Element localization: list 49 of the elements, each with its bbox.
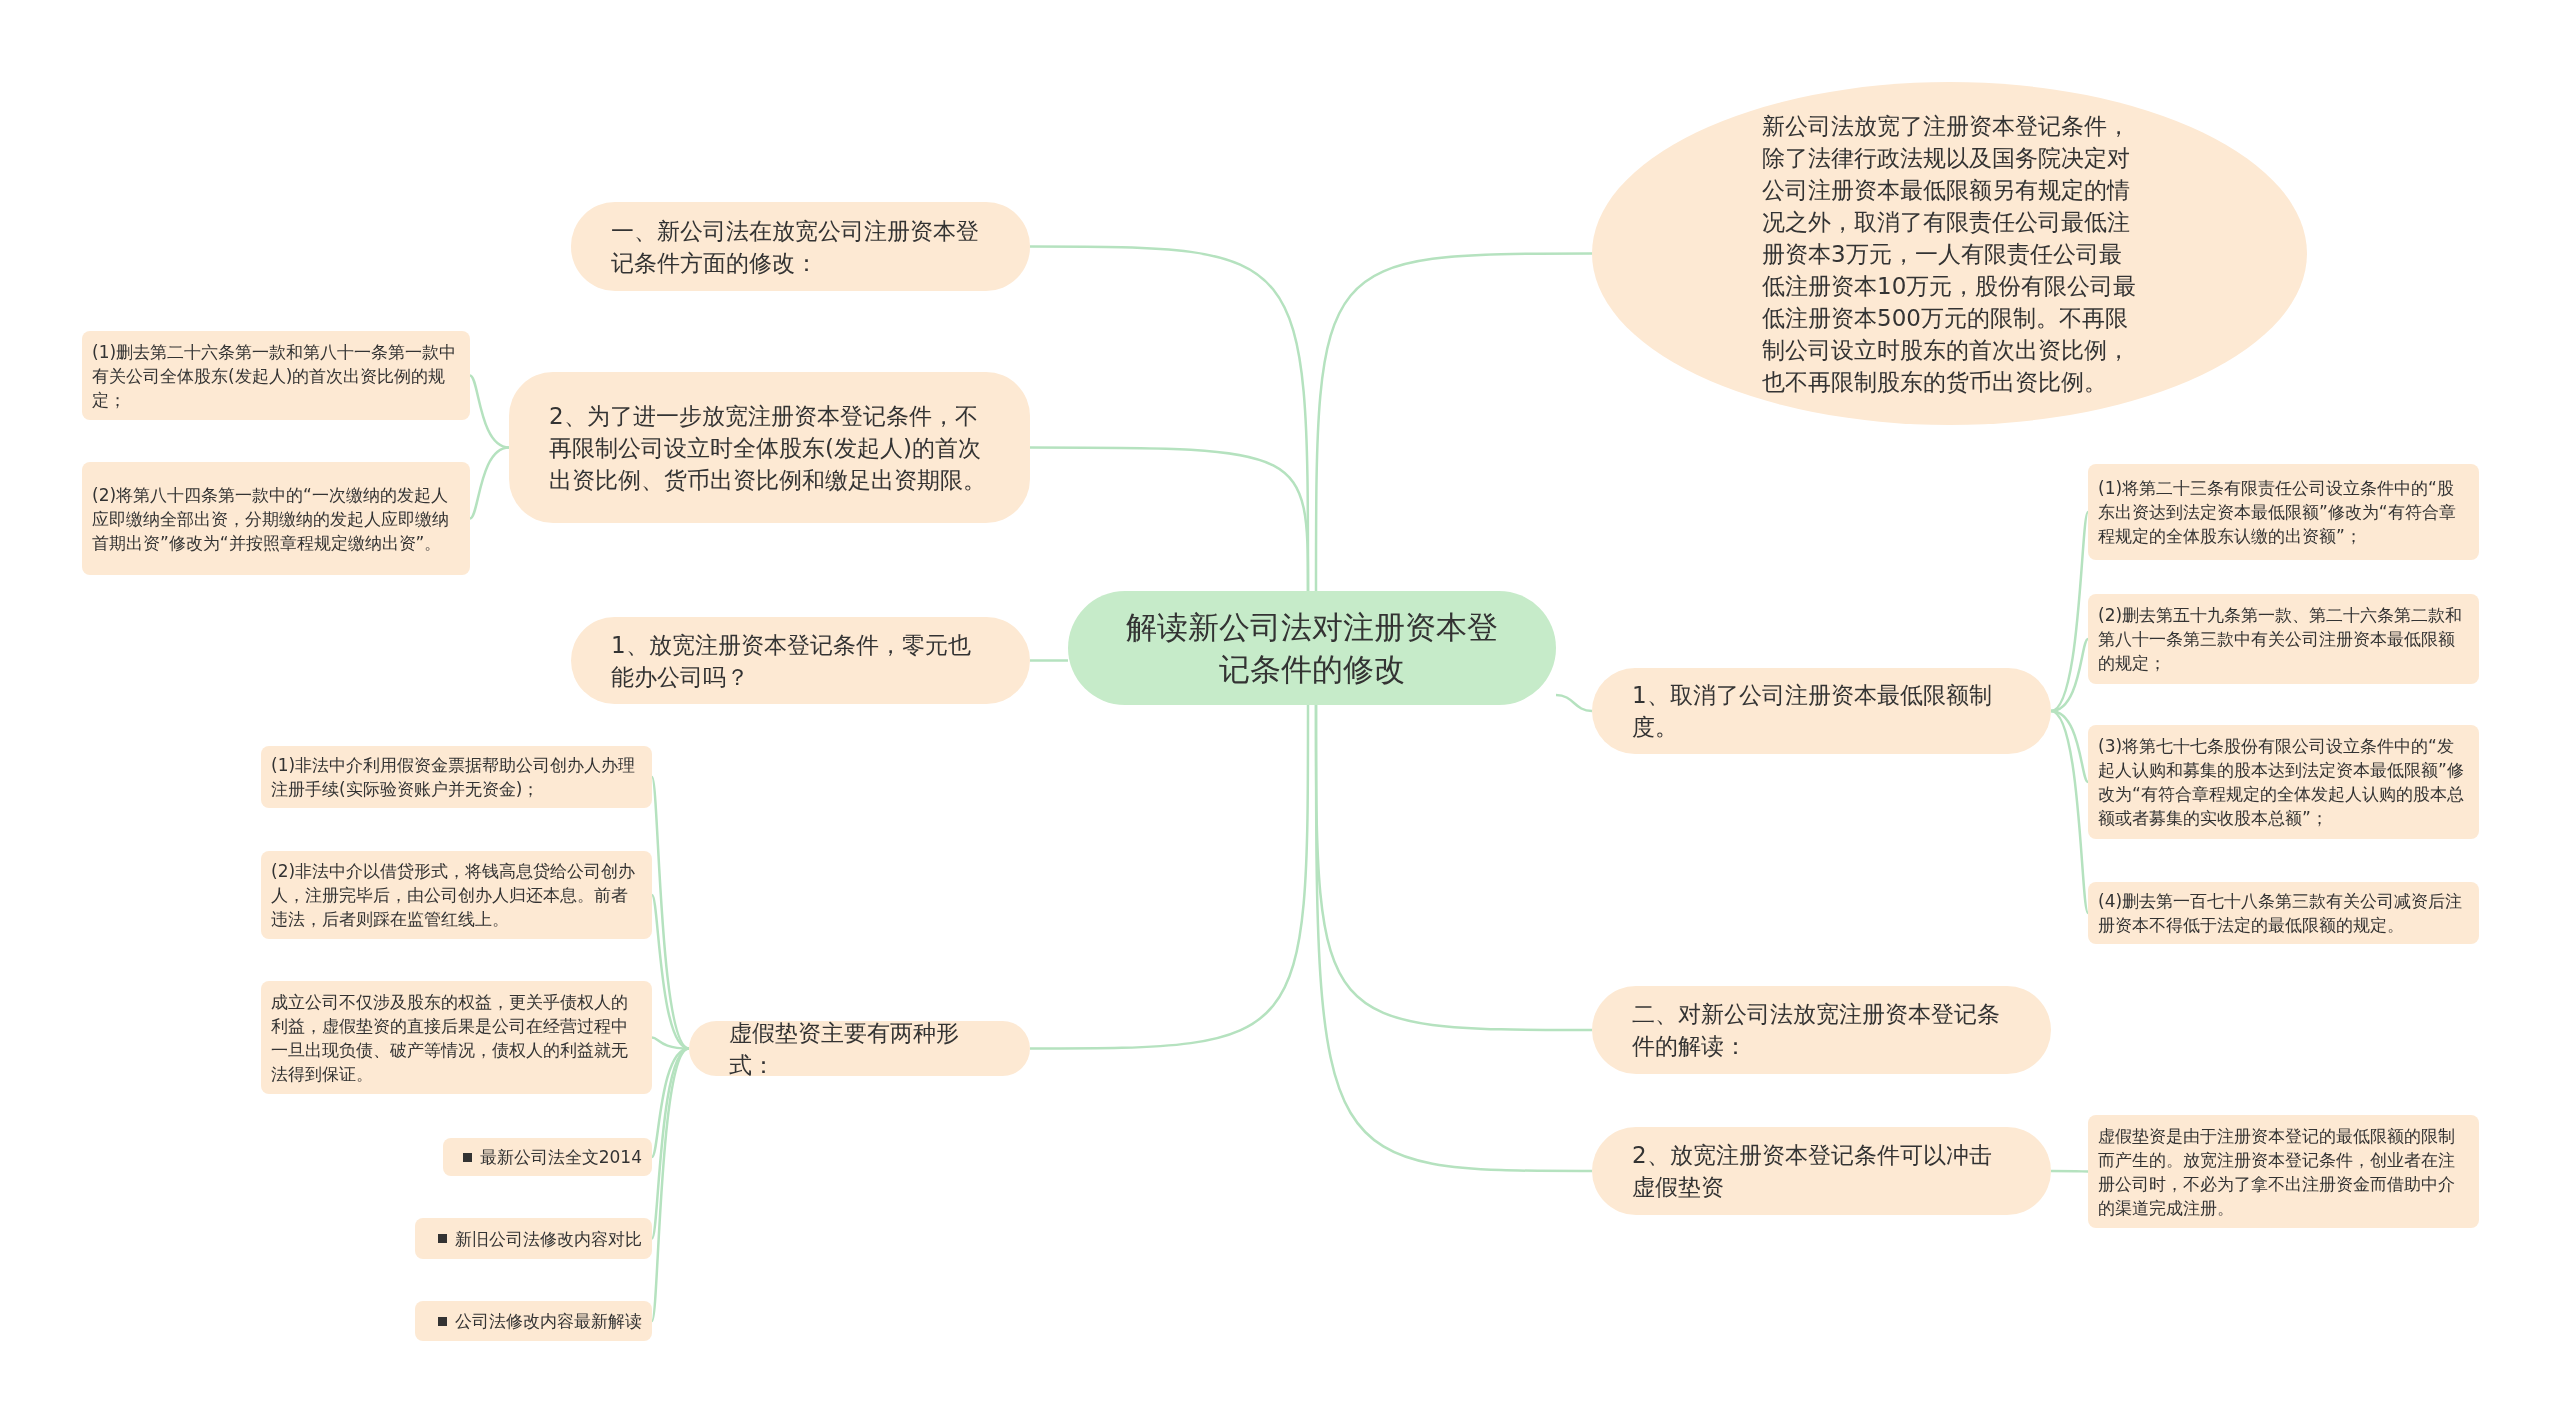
topic-text: 2、放宽注册资本登记条件可以冲击虚假垫资 bbox=[1632, 1141, 1993, 1202]
topic-text: 虚假垫资主要有两种形式： bbox=[729, 1018, 960, 1080]
note-card bbox=[2088, 725, 2479, 839]
topic-text: 新公司法放宽了注册资本登记条件，除了法律行政法规以及国务院决定对公司注册资本最低限额另有规定的情况之外，取消了有限责任公司最低注册资本3万元，一人有限责任公司最低注册资本10万元，股份有限公司最低注册资本500万元的限制。不再限制公司设立时股东的首次出资比例，也不再限制股东的货币出资比例。 bbox=[1762, 111, 2138, 397]
topic-text: (1)删去第二十六条第一款和第八十一条第一款中有关公司全体股东(发起人)的首次出资比例的规定； bbox=[92, 340, 458, 412]
connector-line bbox=[1314, 705, 1592, 1173]
note-card bbox=[2088, 594, 2479, 684]
topic-bubble bbox=[509, 372, 1030, 523]
link-card bbox=[443, 1138, 652, 1176]
note-card bbox=[2088, 464, 2479, 560]
connector-line bbox=[1030, 659, 1068, 662]
topic-text: 最新公司法全文2014 bbox=[479, 1146, 642, 1169]
connector-line bbox=[2051, 1169, 2088, 1173]
topic-text: 成立公司不仅涉及股东的权益，更关乎债权人的利益，虚假垫资的直接后果是公司在经营过程中一旦出现负债、破产等情况，债权人的利益就无法得到保证。 bbox=[271, 990, 629, 1086]
topic-text: (4)删去第一百七十八条第三款有关公司减资后注册资本不得低于法定的最低限额的规定。 bbox=[2098, 890, 2464, 937]
topic-text: 新旧公司法修改内容对比 bbox=[455, 1227, 642, 1251]
link-card bbox=[415, 1218, 652, 1259]
note-card bbox=[2088, 882, 2479, 944]
topic-text: 二、对新公司法放宽注册资本登记条件的解读： bbox=[1632, 1000, 2001, 1061]
topic-text: 虚假垫资是由于注册资本登记的最低限额的限制而产生的。放宽注册资本登记条件，创业者在注册公司时，不必为了拿不出注册资金而借助中介的渠道完成注册。 bbox=[2098, 1124, 2456, 1220]
connector-line bbox=[2050, 511, 2090, 713]
connector-line bbox=[650, 1047, 690, 1322]
connector-line bbox=[1314, 252, 1592, 591]
note-card bbox=[261, 851, 652, 939]
connector-line bbox=[1030, 705, 1310, 1050]
topic-text: 公司法修改内容最新解读 bbox=[455, 1310, 642, 1333]
note-card bbox=[82, 462, 470, 575]
topic-text: (3)将第七十七条股份有限公司设立条件中的“发起人认购和募集的股本达到法定资本最低限额”修改为“有符合章程规定的全体发起人认购的股本总额或者募集的实收股本总额”； bbox=[2098, 735, 2465, 830]
link-card bbox=[415, 1301, 652, 1341]
topic-text: 1、放宽注册资本登记条件，零元也能办公司吗？ bbox=[611, 630, 972, 692]
topic-bubble bbox=[689, 1021, 1030, 1076]
topic-text: (1)将第二十三条有限责任公司设立条件中的“股东出资达到法定资本最低限额”修改为“有符合章程规定的全体股东认缴的出资额”； bbox=[2098, 477, 2457, 548]
note-card bbox=[82, 331, 470, 420]
topic-text: (1)非法中介利用假资金票据帮助公司创办人办理注册手续(实际验资账户并无资金)； bbox=[271, 754, 637, 801]
topic-text: 1、取消了公司注册资本最低限额制度。 bbox=[1632, 681, 1993, 742]
connector-line bbox=[650, 776, 690, 1050]
connector-line bbox=[469, 446, 510, 520]
topic-text: (2)将第八十四条第一款中的“一次缴纳的发起人应即缴纳全部出资，分期缴纳的发起人应即缴纳首期出资”修改为“并按照章程规定缴纳出资”。 bbox=[92, 483, 450, 555]
topic-text: (2)非法中介以借贷形式，将钱高息贷给公司创办人，注册完毕后，由公司创办人归还本息。前者违法，后者则踩在监管红线上。 bbox=[271, 860, 637, 931]
topic-text: 一、新公司法在放宽公司注册资本登记条件方面的修改： bbox=[611, 216, 980, 278]
note-card bbox=[261, 981, 652, 1094]
topic-text: 2、为了进一步放宽注册资本登记条件，不再限制公司设立时全体股东(发起人)的首次出资比例、货币出资比例和缴足出资期限。 bbox=[549, 401, 987, 495]
connector-line bbox=[1555, 693, 1593, 713]
topic-text: (2)删去第五十九条第一款、第二十六条第二款和第八十一条第三款中有关公司注册资本最低限额的规定； bbox=[2098, 604, 2464, 675]
note-card bbox=[261, 746, 652, 808]
note-card bbox=[2088, 1115, 2479, 1228]
topic-title: 解读新公司法对注册资本登记条件的修改 bbox=[1125, 608, 1499, 689]
connector-line bbox=[2050, 709, 2090, 914]
connector-line bbox=[1030, 446, 1310, 591]
